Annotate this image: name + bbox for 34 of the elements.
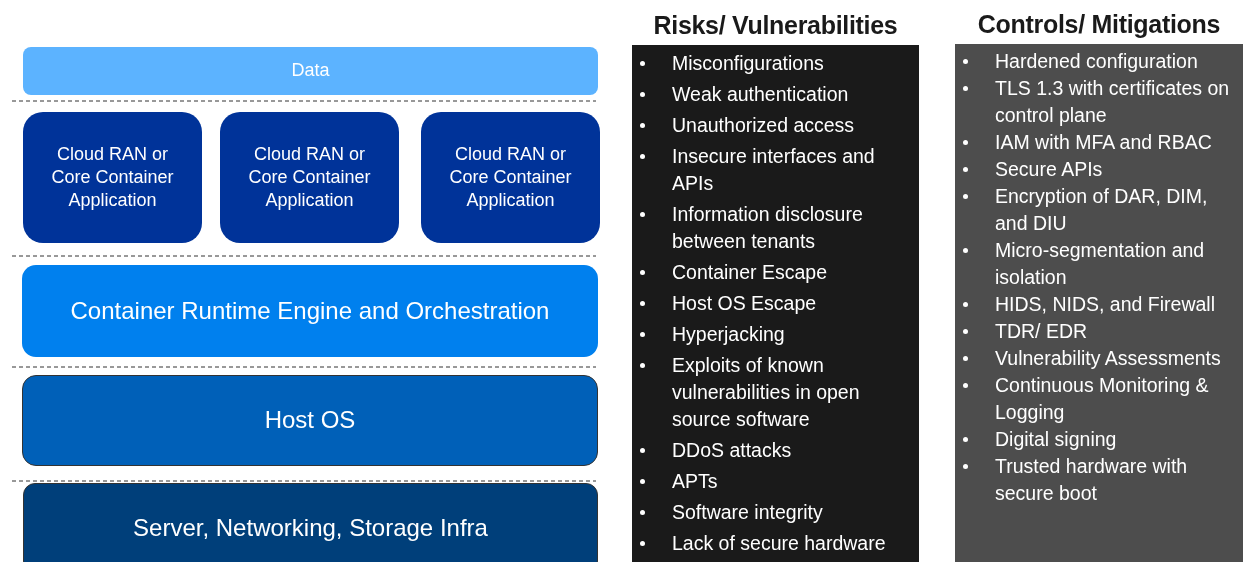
list-item: Weak authentication <box>672 83 849 105</box>
list-item: Hardened configuration <box>995 50 1198 72</box>
layer-box: Server, Networking, Storage Infra <box>23 483 598 562</box>
list-item: Continuous Monitoring & Logging <box>995 374 1209 423</box>
column-heading: Controls/ Mitigations <box>976 8 1222 40</box>
layer-box: Data <box>23 47 598 95</box>
list-item: Insecure interfaces and APIs <box>672 145 875 194</box>
layer-box: Cloud RAN or Core Container Application <box>421 112 600 243</box>
list-item: Trusted hardware with secure boot <box>995 455 1188 504</box>
list-item: Vulnerability Assessments <box>995 347 1221 369</box>
list-item: Software integrity <box>672 501 823 523</box>
list-item: TDR/ EDR <box>995 320 1088 342</box>
column-heading: Risks/ Vulnerabilities <box>652 9 899 41</box>
list-item: Secure APIs <box>995 158 1103 180</box>
list-item: Container Escape <box>672 261 827 283</box>
list-item: DDoS attacks <box>672 439 792 461</box>
list-item: Misconfigurations <box>672 52 824 74</box>
list-item: TLS 1.3 with certificates on control plane <box>995 77 1230 126</box>
list-item: Information disclosure between tenants <box>672 203 863 252</box>
list-item: Digital signing <box>995 428 1117 450</box>
layer-box: Container Runtime Engine and Orchestration <box>22 265 598 357</box>
list-item: Hyperjacking <box>672 323 785 345</box>
list-item: Unauthorized access <box>672 114 855 136</box>
list-item: IAM with MFA and RBAC <box>995 131 1212 153</box>
list-item: Host OS Escape <box>672 292 817 314</box>
layer-box: Cloud RAN or Core Container Application <box>220 112 399 243</box>
list-item: Micro-segmentation and isolation <box>995 239 1205 288</box>
layer-box: Cloud RAN or Core Container Application <box>23 112 202 243</box>
list-item: APTs <box>672 470 718 492</box>
layer-box: Host OS <box>22 375 598 466</box>
list-item: Lack of secure hardware <box>672 532 886 554</box>
list-item: Exploits of known vulnerabilities in open source software <box>672 354 860 430</box>
list-item: Encryption of DAR, DIM, and DIU <box>995 185 1208 234</box>
list-item: HIDS, NIDS, and Firewall <box>995 293 1215 315</box>
